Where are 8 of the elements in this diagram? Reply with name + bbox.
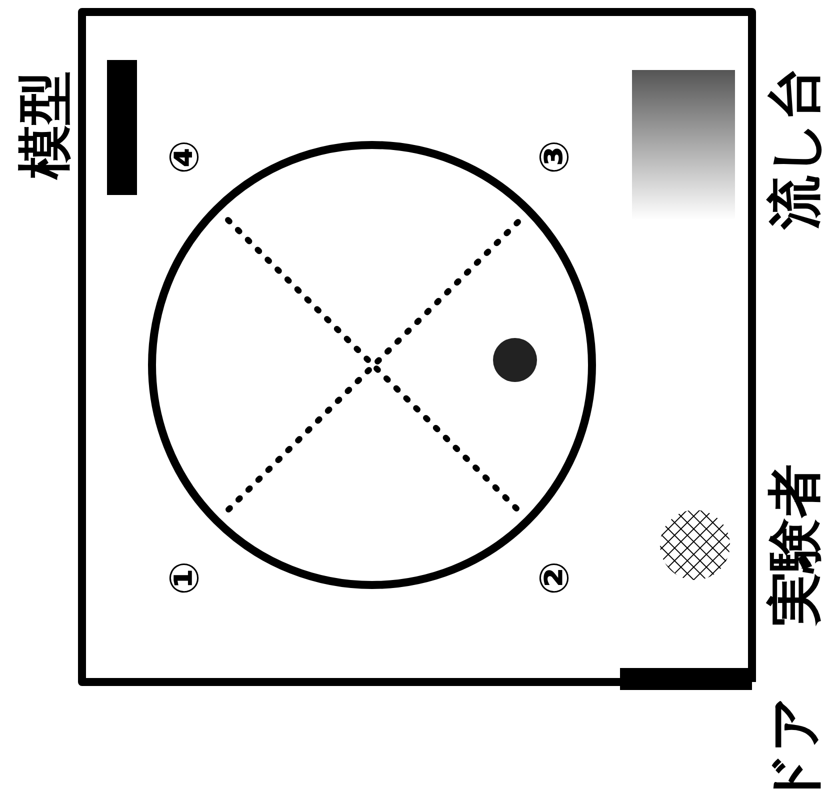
position-number: ② <box>535 561 575 595</box>
position-number: ④ <box>165 140 205 174</box>
room-label: 模型 <box>18 71 72 179</box>
room-label: ドア <box>768 697 822 806</box>
position-number: ③ <box>535 140 575 174</box>
position-number: ① <box>165 561 205 595</box>
room-label: 流し台 <box>768 66 822 230</box>
room-label: 実験者 <box>768 464 822 626</box>
